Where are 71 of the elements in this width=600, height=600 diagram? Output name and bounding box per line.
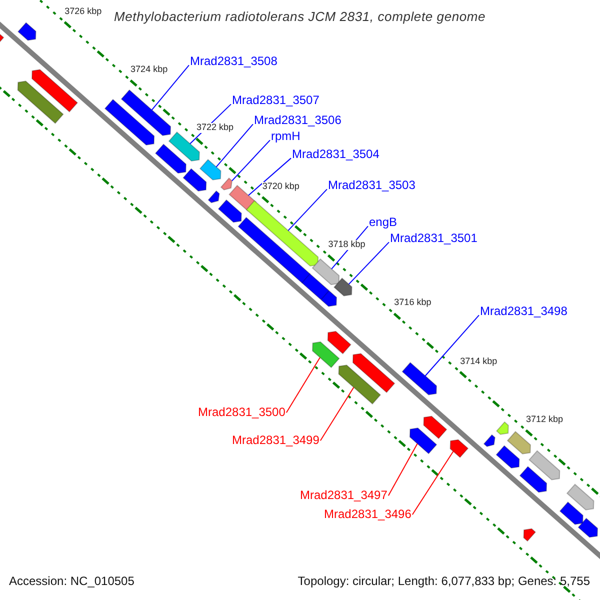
gene-label: Mrad2831_3508	[190, 55, 278, 68]
gene-label: Mrad2831_3497	[300, 489, 388, 502]
gene-bar	[528, 450, 560, 480]
position-label: 3724 kbp	[130, 65, 168, 75]
gene-bar	[402, 362, 437, 396]
leader-line	[320, 386, 354, 442]
leader-line	[288, 188, 328, 232]
gene-bar	[450, 439, 469, 458]
gene-bar	[154, 144, 186, 174]
gene-bar	[31, 69, 78, 112]
gene-bar	[301, 273, 330, 300]
gene-bar	[483, 434, 496, 448]
gene-bar	[333, 278, 352, 296]
leader-line	[412, 450, 454, 516]
gene-label: Mrad2831_3496	[324, 508, 412, 522]
gene-label: Mrad2831_3507	[232, 94, 320, 108]
position-label: 3720 kbp	[262, 182, 300, 192]
gene-bar	[566, 484, 594, 510]
position-label: 3716 kbp	[394, 298, 432, 308]
leader-line	[424, 314, 480, 376]
gene-bar	[104, 98, 155, 146]
gene-label: Mrad2831_3501	[390, 232, 478, 246]
gene-label: rpmH	[271, 130, 300, 144]
position-label: 3712 kbp	[526, 414, 564, 425]
gene-bar	[120, 89, 172, 136]
gene-bar	[168, 131, 200, 162]
leader-line	[388, 443, 418, 496]
gene-bar	[559, 501, 584, 525]
position-label: 3714 kbp	[460, 356, 498, 366]
gene-bar	[352, 353, 396, 394]
gene-bar	[578, 518, 598, 538]
genome-info-text: Topology: circular; Length: 6,077,833 bp; Genes: 5,755	[298, 575, 590, 588]
gene-label: engB	[369, 216, 398, 230]
gene-bar	[17, 22, 36, 41]
gene-bar	[327, 330, 352, 354]
gene-label: Mrad2831_3506	[254, 114, 342, 128]
gene-label: Mrad2831_3499	[232, 434, 320, 448]
gene-bar	[238, 216, 310, 284]
gene-bar	[496, 445, 520, 469]
gene-bar	[208, 190, 220, 204]
leader-line	[231, 140, 270, 182]
accession-text: Accession: NC_010505	[9, 575, 134, 588]
gene-bar	[182, 168, 207, 192]
leader-line	[151, 64, 190, 110]
gene-bar	[496, 421, 509, 435]
position-label: 3722 kbp	[196, 123, 234, 134]
gene-bar	[218, 199, 242, 223]
gene-label: Mrad2831_3504	[292, 148, 380, 162]
gene-label: Mrad2831_3500	[198, 406, 286, 420]
gene-bar	[320, 290, 338, 307]
gene-bar	[312, 258, 340, 286]
gene-bar	[220, 177, 233, 190]
gene-bar	[17, 80, 64, 124]
gene-bar	[409, 428, 438, 454]
gene-label: Mrad2831_3498	[480, 305, 568, 318]
gene-bar	[338, 364, 382, 405]
gene-bar	[523, 528, 536, 542]
gene-bar	[506, 430, 531, 454]
gene-bar	[199, 158, 222, 180]
gene-bar	[312, 341, 340, 368]
position-label: 3726 kbp	[64, 6, 102, 17]
gene-bar	[246, 200, 319, 267]
leader-line	[248, 158, 292, 196]
leader-line	[216, 124, 254, 168]
leader-line	[286, 357, 320, 414]
position-label: 3718 kbp	[328, 240, 366, 250]
gene-bar	[519, 466, 548, 493]
title: Methylobacterium radiotolerans JCM 2831, complete genome	[114, 10, 486, 24]
leader-line	[348, 242, 390, 285]
gene-bar	[423, 416, 448, 440]
gene-label: Mrad2831_3503	[328, 179, 416, 192]
